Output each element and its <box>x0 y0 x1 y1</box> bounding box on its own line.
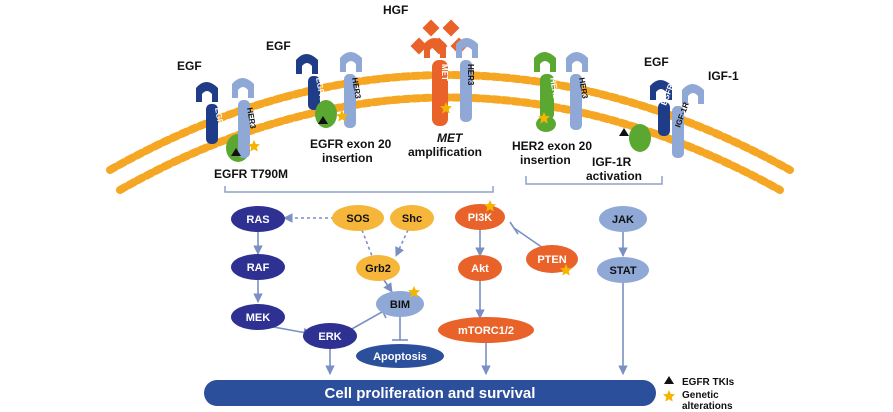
svg-text:MEK: MEK <box>246 312 271 324</box>
node-akt: Akt <box>458 255 502 281</box>
svg-text:PTEN: PTEN <box>537 254 566 266</box>
pathway-edges <box>253 213 628 375</box>
receptor-egfr-exon20 <box>296 52 362 128</box>
node-raf: RAF <box>231 254 285 280</box>
node-ras: RAS <box>231 206 285 232</box>
node-shc: Shc <box>390 205 434 231</box>
egfr1-label: EGFR <box>213 107 226 131</box>
igf1r-act-line1: IGF-1R <box>592 155 632 169</box>
node-erk: ERK <box>303 323 357 349</box>
svg-text:JAK: JAK <box>612 214 634 226</box>
met-amp-line1: MET <box>437 131 464 145</box>
her3-3-label: HER3 <box>466 64 475 86</box>
her3-2-label: HER3 <box>350 77 363 100</box>
node-mek: MEK <box>231 304 285 330</box>
her3-4-label: HER3 <box>577 77 590 100</box>
bracket-left <box>224 186 494 193</box>
egf-left-label: EGF <box>177 59 202 73</box>
svg-text:ERK: ERK <box>318 331 341 343</box>
met-receptor-label: MET <box>440 64 449 81</box>
igf1-label: IGF-1 <box>708 69 739 83</box>
svg-text:PI3K: PI3K <box>468 212 493 224</box>
egfr2-label: EGFR <box>314 77 327 101</box>
node-mtorc: mTORC1/2 <box>438 317 534 343</box>
legend: EGFR TKIs Genetic alterations <box>663 376 735 412</box>
receptor-met <box>424 38 478 126</box>
outcome-label: Cell proliferation and survival <box>325 385 536 402</box>
egfr-ex20-line2: insertion <box>322 151 373 165</box>
svg-text:Shc: Shc <box>402 213 422 225</box>
outcome-bar: Cell proliferation and survival <box>204 380 656 406</box>
svg-text:STAT: STAT <box>609 265 636 277</box>
svg-text:RAS: RAS <box>246 214 269 226</box>
legend-tki: EGFR TKIs <box>682 377 735 388</box>
met-amp-line2: amplification <box>408 145 482 159</box>
genetic-star-icon <box>663 390 675 402</box>
node-pten: PTEN <box>526 245 578 276</box>
node-apoptosis: Apoptosis <box>356 344 444 368</box>
svg-text:SOS: SOS <box>346 213 369 225</box>
egf-right-label: EGF <box>644 55 669 69</box>
receptor-egfr-t790m <box>196 78 260 162</box>
node-grb2: Grb2 <box>356 255 400 281</box>
hgf-label: HGF <box>383 3 408 17</box>
bracket-right <box>525 176 663 185</box>
receptor-her2-exon20 <box>534 52 588 132</box>
svg-text:mTORC1/2: mTORC1/2 <box>458 325 514 337</box>
her2-ex20-line1: HER2 exon 20 <box>512 139 592 153</box>
egf-mid-label: EGF <box>266 39 291 53</box>
svg-text:Akt: Akt <box>471 263 489 275</box>
tki-triangle-icon <box>664 376 674 384</box>
node-sos: SOS <box>332 205 384 231</box>
legend-genetic-line1: Genetic <box>682 390 719 401</box>
svg-text:Apoptosis: Apoptosis <box>373 351 427 363</box>
receptor-igf1r <box>619 80 704 158</box>
svg-text:RAF: RAF <box>247 262 270 274</box>
her3-1-label: HER3 <box>245 107 258 130</box>
her2-label: HER2 <box>548 77 561 100</box>
svg-text:Grb2: Grb2 <box>365 263 391 275</box>
igf1r-act-line2: activation <box>586 169 642 183</box>
node-jak: JAK <box>599 206 647 232</box>
node-pi3k: PI3K <box>455 200 505 230</box>
t790m-label: EGFR T790M <box>214 167 288 181</box>
her2-ex20-line2: insertion <box>520 153 571 167</box>
node-stat: STAT <box>597 257 649 283</box>
egfr-ex20-line1: EGFR exon 20 <box>310 137 392 151</box>
node-bim: BIM <box>376 286 424 317</box>
svg-text:BIM: BIM <box>390 299 410 311</box>
legend-genetic-line2: alterations <box>682 401 733 412</box>
